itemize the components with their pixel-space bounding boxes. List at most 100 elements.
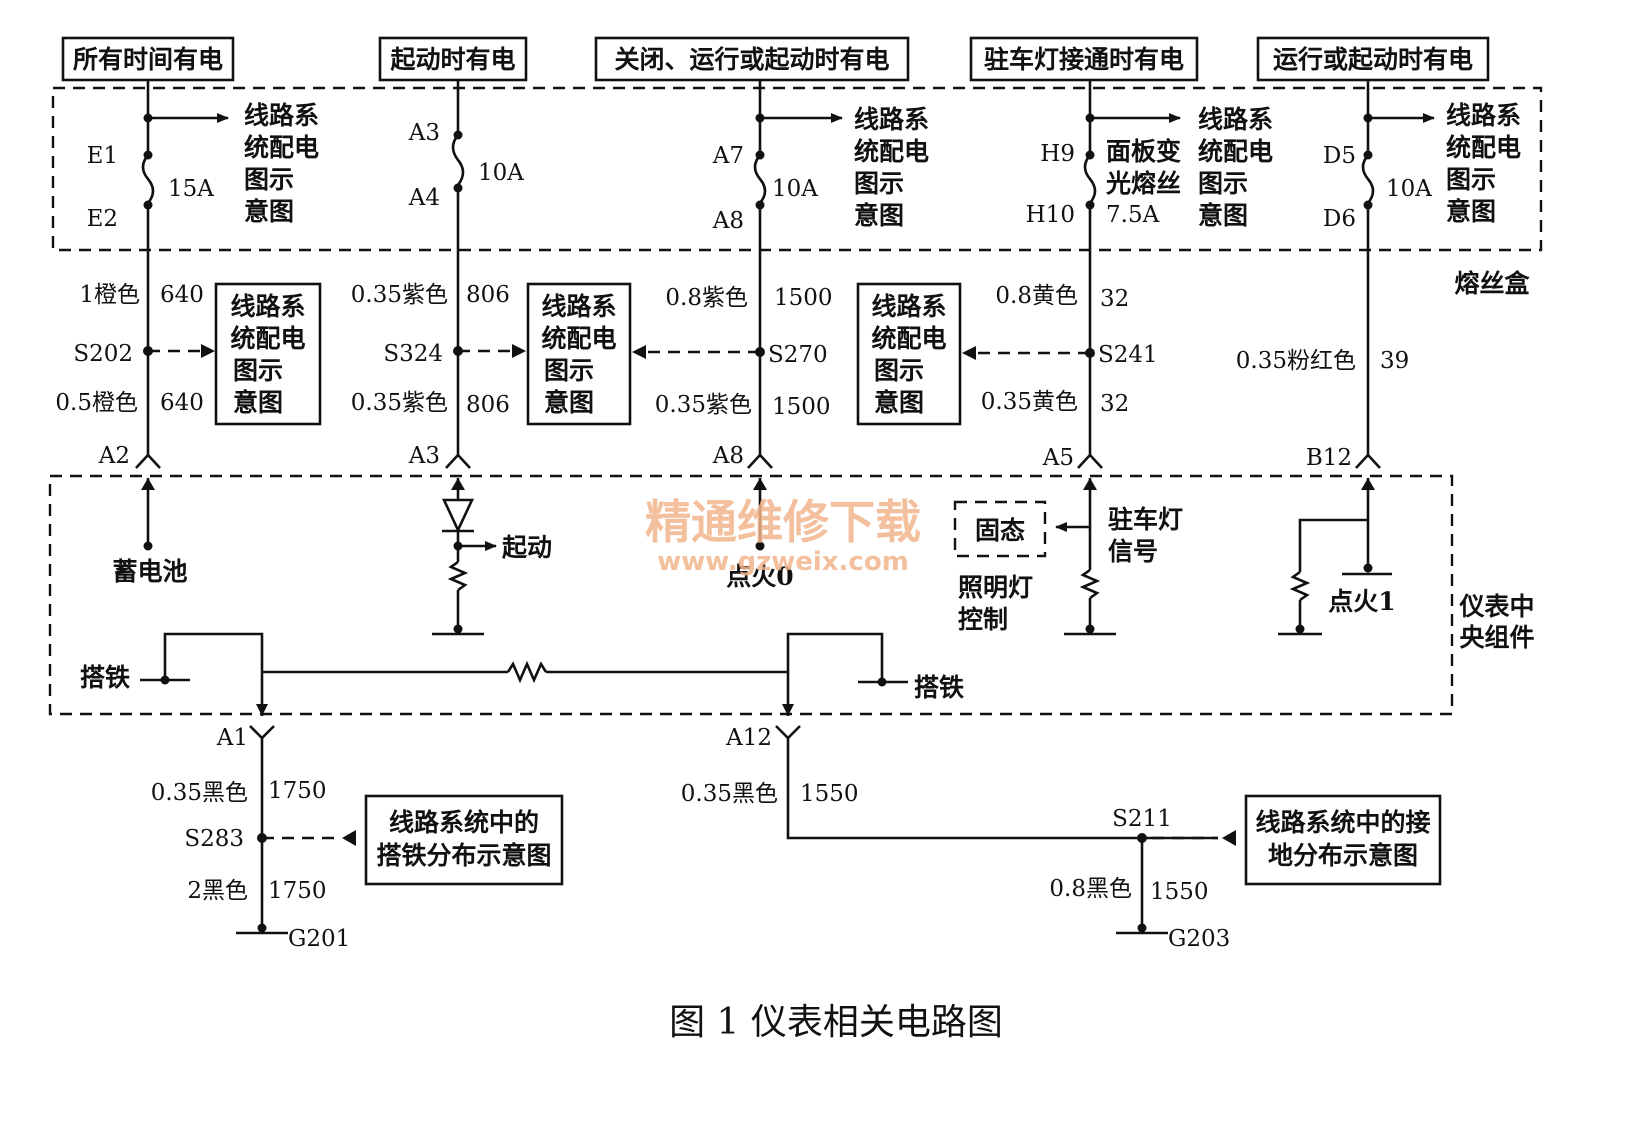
- ref-text-5: 线路系 统配电 图示 意图: [1446, 101, 1521, 226]
- svg-text:意图: 意图: [544, 388, 594, 417]
- header-off-run-start-hot: 关闭、运行或起动时有电: [594, 36, 910, 82]
- fuse-10a-c5: 10A: [1386, 176, 1432, 202]
- svg-text:意图: 意图: [854, 201, 904, 230]
- cluster-outline: [48, 474, 1454, 716]
- svg-text:控制: 控制: [958, 605, 1008, 634]
- ground-lead-right: [775, 725, 1236, 935]
- svg-text:统配电: 统配电: [230, 324, 305, 353]
- ground-left-lower-num: 1750: [268, 878, 327, 904]
- svg-text:意图: 意图: [244, 197, 294, 226]
- svg-text:线路系: 线路系: [541, 292, 616, 321]
- svg-text:意图: 意图: [1446, 197, 1496, 226]
- splice-s324: S324: [383, 341, 443, 367]
- wire-c5: 0.35粉红色: [1236, 348, 1356, 374]
- svg-text:线路系: 线路系: [1198, 105, 1273, 134]
- ref-text-1: 线路系 统配电 图示 意图: [244, 101, 319, 226]
- svg-text:图示: 图示: [1446, 165, 1496, 194]
- ref-box-1: 线路系 统配电 图示 意图: [214, 282, 322, 426]
- internal-ground-network: [140, 632, 908, 716]
- fuse-box-label: 熔丝盒: [1454, 269, 1530, 298]
- svg-text:搭铁分布示意图: 搭铁分布示意图: [376, 841, 551, 870]
- svg-text:图示: 图示: [1198, 169, 1248, 198]
- connector-b12: B12: [1306, 445, 1352, 471]
- ref-box-ground-left: 线路系统中的 搭铁分布示意图: [364, 794, 564, 886]
- circuit-start: [432, 80, 526, 636]
- svg-text:图示: 图示: [244, 165, 294, 194]
- ground-right-lower-num: 1550: [1150, 879, 1209, 905]
- wire-c3-lower: 0.35紫色: [655, 392, 752, 418]
- circuit-battery: [135, 80, 229, 551]
- connector-a8: A8: [712, 443, 744, 469]
- ref-box-3: 线路系 统配电 图示 意图: [856, 282, 962, 426]
- connector-a1: A1: [216, 725, 248, 751]
- svg-text:所有时间有电: 所有时间有电: [73, 45, 223, 74]
- wire-c4-lower: 0.35黄色: [981, 389, 1078, 415]
- ground-left-upper-num: 1750: [268, 778, 327, 804]
- fuse-a7: A7: [712, 143, 744, 169]
- fuse-10a-c2: 10A: [478, 160, 524, 186]
- svg-text:统配电: 统配电: [244, 133, 319, 162]
- fuse-a3: A3: [408, 120, 440, 146]
- wire-c1-lower-num: 640: [160, 390, 204, 416]
- ref-box-2: 线路系 统配电 图示 意图: [526, 282, 632, 426]
- park-signal-label: 驻车灯 信号: [1108, 505, 1183, 566]
- fuse-h10: H10: [1026, 202, 1075, 228]
- splice-s202: S202: [73, 341, 133, 367]
- header-run-start-hot: 运行或起动时有电: [1256, 36, 1490, 82]
- svg-text:意图: 意图: [1198, 201, 1248, 230]
- svg-text:线路系: 线路系: [1446, 101, 1521, 130]
- wire-c3-upper: 0.8紫色: [665, 285, 748, 311]
- circuit-ignition1: [1278, 80, 1435, 636]
- splice-s270: S270: [768, 342, 828, 368]
- svg-text:线路系: 线路系: [230, 292, 305, 321]
- svg-text:驻车灯接通时有电: 驻车灯接通时有电: [984, 45, 1184, 74]
- ground-right-upper-num: 1550: [800, 781, 859, 807]
- svg-text:起动时有电: 起动时有电: [390, 45, 515, 74]
- ground-right-lower: 0.8黑色: [1049, 876, 1132, 902]
- watermark-text: 精通维修下载: [645, 495, 921, 549]
- battery-label: 蓄电池: [112, 557, 187, 586]
- connector-a5: A5: [1042, 445, 1074, 471]
- lighting-control-label: 照明灯 控制: [958, 573, 1033, 634]
- svg-text:统配电: 统配电: [1198, 137, 1273, 166]
- svg-text:线路系: 线路系: [244, 101, 319, 130]
- wire-c1-lower: 0.5橙色: [55, 390, 138, 416]
- ref-text-4: 线路系 统配电 图示 意图: [1198, 105, 1273, 230]
- wire-c2-upper-num: 806: [466, 282, 510, 308]
- circuit-ignition0: [632, 80, 843, 551]
- ignition1-label: 点火1: [1328, 587, 1395, 616]
- ground-left-upper: 0.35黑色: [151, 780, 248, 806]
- wire-c2-upper: 0.35紫色: [351, 282, 448, 308]
- svg-text:照明灯: 照明灯: [958, 573, 1033, 602]
- connector-a3: A3: [408, 443, 440, 469]
- ground-lead-left: [236, 725, 356, 935]
- cluster-label-2: 央组件: [1459, 623, 1534, 652]
- connector-a12: A12: [725, 725, 772, 751]
- header-park-lamp-hot: 驻车灯接通时有电: [969, 36, 1199, 82]
- svg-text:统配电: 统配电: [541, 324, 616, 353]
- fuse-box-outline: [51, 86, 1543, 252]
- wire-c3-lower-num: 1500: [772, 394, 831, 420]
- svg-text:意图: 意图: [233, 388, 283, 417]
- wire-c3-upper-num: 1500: [774, 285, 833, 311]
- svg-text:统配电: 统配电: [871, 324, 946, 353]
- wire-c4-upper-num: 32: [1100, 286, 1129, 312]
- panel-dimmer-fuse-label: 面板变 光熔丝 7.5A: [1105, 137, 1181, 228]
- cluster-label-1: 仪表中: [1458, 592, 1534, 621]
- figure-caption: 图 1 仪表相关电路图: [669, 1002, 1003, 1043]
- fuse-a8: A8: [712, 208, 744, 234]
- fuse-15a: 15A: [168, 176, 214, 202]
- svg-text:驻车灯: 驻车灯: [1108, 505, 1183, 534]
- wire-c2-lower-num: 806: [466, 392, 510, 418]
- fuse-h9: H9: [1040, 141, 1075, 167]
- ground-right-upper: 0.35黑色: [681, 781, 778, 807]
- svg-text:地分布示意图: 地分布示意图: [1268, 841, 1418, 870]
- wire-c2-lower: 0.35紫色: [351, 390, 448, 416]
- circuit-park-lamp: [953, 80, 1181, 636]
- svg-text:线路系统中的接: 线路系统中的接: [1255, 808, 1430, 837]
- svg-text:线路系: 线路系: [854, 105, 929, 134]
- fuse-a4: A4: [408, 185, 440, 211]
- wire-c4-upper: 0.8黄色: [995, 283, 1078, 309]
- svg-text:意图: 意图: [874, 388, 924, 417]
